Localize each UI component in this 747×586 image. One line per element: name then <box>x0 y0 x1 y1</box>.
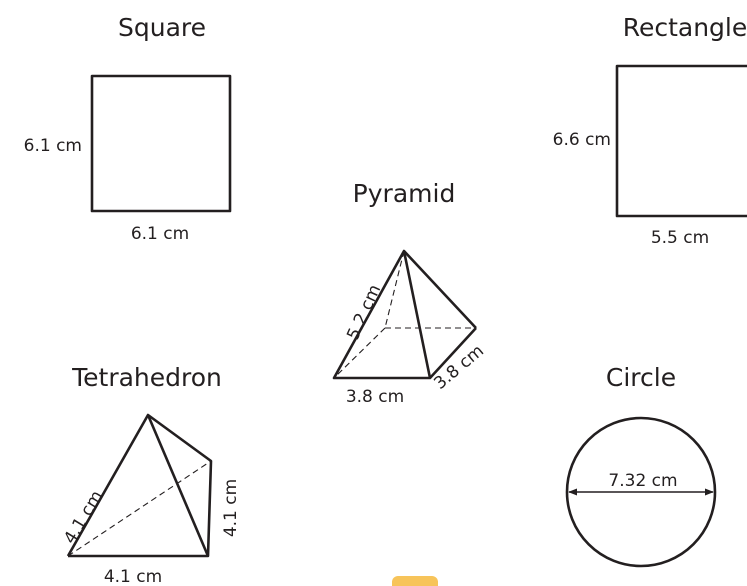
watermark-logo <box>392 576 438 586</box>
tetrahedron-front-edge <box>146 414 210 557</box>
square-title: Square <box>118 13 206 42</box>
pyramid-front-edge <box>402 250 432 379</box>
rectangle-figure: Rectangle 6.6 cm 5.5 cm <box>553 13 747 248</box>
rectangle-title: Rectangle <box>623 13 747 42</box>
rectangle-side-label: 6.6 cm <box>553 130 611 150</box>
pyramid-outline <box>332 249 477 380</box>
pyramid-slant-label: 5.2 cm <box>343 282 385 343</box>
pyramid-base-front-label: 3.8 cm <box>346 387 404 407</box>
pyramid-title: Pyramid <box>353 179 456 208</box>
square-figure: Square 6.1 cm 6.1 cm <box>24 13 232 244</box>
tetrahedron-left-edge-label: 4.1 cm <box>60 487 107 547</box>
tetrahedron-outline <box>66 413 213 558</box>
circle-diameter-label: 7.32 cm <box>608 471 677 491</box>
circle-title: Circle <box>606 363 676 392</box>
circle-shape <box>565 416 717 568</box>
circle-figure: Circle 7.32 cm <box>565 363 717 568</box>
tetrahedron-hidden-edge <box>67 460 212 557</box>
square-side-label: 6.1 cm <box>24 136 82 156</box>
square-bottom-label: 6.1 cm <box>131 224 189 244</box>
pyramid-figure: Pyramid 5.2 cm 3.8 cm 3.8 cm <box>332 179 488 407</box>
tetrahedron-right-edge-label: 4.1 cm <box>221 479 241 537</box>
pyramid-hidden-edge <box>384 250 405 329</box>
pyramid-hidden-edge <box>333 327 386 379</box>
tetrahedron-figure: Tetrahedron 4.1 cm 4.1 cm 4.1 cm <box>60 363 241 586</box>
rectangle-shape <box>615 64 747 218</box>
square-shape <box>90 74 232 213</box>
rectangle-bottom-label: 5.5 cm <box>651 228 709 248</box>
tetrahedron-title: Tetrahedron <box>71 363 222 392</box>
tetrahedron-bottom-label: 4.1 cm <box>104 567 162 586</box>
